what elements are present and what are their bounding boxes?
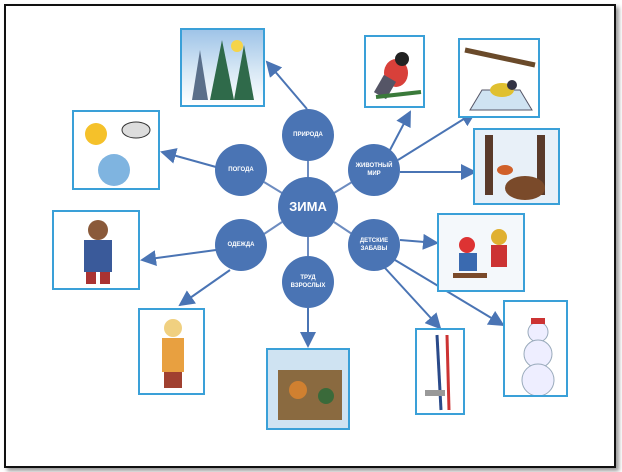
node-center-winter: ЗИМА	[278, 177, 338, 237]
spoke-weather	[263, 181, 283, 194]
picture-bird-feeder	[458, 38, 540, 118]
arrow-clothes-2	[178, 269, 231, 307]
picture-forest-animals	[473, 128, 560, 205]
node-animals: ЖИВОТНЫЙ МИР	[348, 144, 400, 196]
spoke-games	[333, 221, 353, 235]
picture-adult-work	[266, 348, 350, 430]
spoke-animals	[333, 181, 353, 194]
arrow-weather	[160, 148, 217, 168]
node-clothes: ОДЕЖДА	[215, 219, 267, 271]
arrow-bullfinch	[389, 110, 411, 151]
node-nature: ПРИРОДА	[282, 109, 334, 161]
node-weather: ПОГОДА	[215, 144, 267, 196]
spoke-clothes	[263, 221, 283, 235]
arrow-snowman	[394, 259, 505, 327]
picture-sledding	[437, 213, 525, 292]
picture-child-waving	[138, 308, 205, 395]
arrow-skis	[384, 267, 442, 330]
node-games: ДЕТСКИЕ ЗАБАВЫ	[348, 219, 400, 271]
picture-weather	[72, 110, 160, 190]
picture-snowman	[503, 300, 568, 397]
arrow-feeder	[397, 110, 477, 161]
picture-winter-forest	[180, 28, 265, 107]
arrow-sledding	[399, 233, 439, 250]
arrow-clothes-1	[140, 249, 217, 267]
arrow-nature	[265, 60, 308, 110]
picture-bullfinch	[364, 35, 425, 108]
picture-skis-sled	[415, 328, 465, 415]
picture-winter-clothes-child	[52, 210, 140, 290]
node-work: ТРУД ВЗРОСЛЫХ	[282, 256, 334, 308]
